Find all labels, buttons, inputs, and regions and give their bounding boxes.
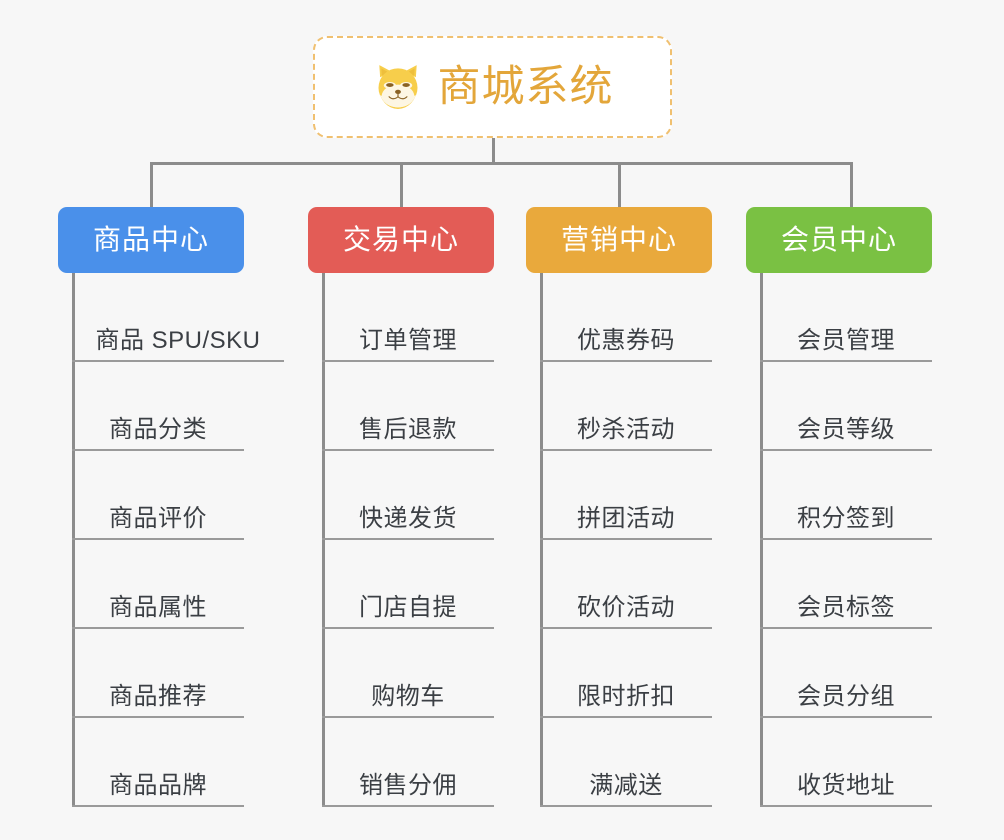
category-box-4[interactable]: 会员中心: [746, 207, 932, 273]
category-label-4: 会员中心: [780, 224, 897, 255]
shiba-dog-icon: [378, 65, 417, 109]
root-node[interactable]: 商城系统: [313, 36, 672, 138]
category-box-2[interactable]: 交易中心: [308, 207, 494, 273]
leaf-item[interactable]: 限时折扣: [540, 629, 712, 718]
branch-trunk-1: [72, 273, 75, 807]
drop-line-2: [400, 162, 403, 210]
leaf-label: 会员分组: [797, 682, 895, 710]
leaf-item[interactable]: 销售分佣: [322, 718, 494, 807]
leaf-label: 商品 SPU/SKU: [95, 326, 261, 354]
leaf-item[interactable]: 商品推荐: [72, 629, 244, 718]
leaf-item[interactable]: 订单管理: [322, 273, 494, 362]
drop-line-3: [618, 162, 621, 210]
leaf-label: 售后退款: [359, 415, 457, 443]
leaf-label: 限时折扣: [577, 682, 675, 710]
leaf-item[interactable]: 商品评价: [72, 451, 244, 540]
category-box-1[interactable]: 商品中心: [58, 207, 244, 273]
root-title: 商城系统: [437, 62, 614, 111]
leaf-label: 购物车: [371, 682, 445, 710]
category-label-1: 商品中心: [92, 224, 209, 255]
leaf-label: 秒杀活动: [577, 415, 675, 443]
drop-line-4: [850, 162, 853, 210]
bus-line: [150, 162, 853, 165]
root-stem-line: [492, 138, 495, 165]
leaf-item[interactable]: 门店自提: [322, 540, 494, 629]
leaf-item[interactable]: 售后退款: [322, 362, 494, 451]
leaf-item[interactable]: 商品属性: [72, 540, 244, 629]
category-label-3: 营销中心: [560, 224, 677, 255]
leaf-item[interactable]: 快递发货: [322, 451, 494, 540]
leaf-item[interactable]: 购物车: [322, 629, 494, 718]
leaf-item[interactable]: 收货地址: [760, 718, 932, 807]
leaf-item[interactable]: 满减送: [540, 718, 712, 807]
leaf-label: 收货地址: [797, 771, 895, 799]
branch-trunk-2: [322, 273, 325, 807]
leaf-label: 商品推荐: [109, 682, 207, 710]
leaf-item[interactable]: 会员分组: [760, 629, 932, 718]
leaf-label: 商品品牌: [109, 771, 207, 799]
leaf-label: 销售分佣: [359, 771, 457, 799]
branch-trunk-4: [760, 273, 763, 807]
leaf-item[interactable]: 优惠券码: [540, 273, 712, 362]
leaf-item[interactable]: 砍价活动: [540, 540, 712, 629]
leaf-list-2: 订单管理 售后退款 快递发货 门店自提 购物车 销售分佣: [322, 273, 494, 807]
category-box-3[interactable]: 营销中心: [526, 207, 712, 273]
drop-line-1: [150, 162, 153, 210]
branch-trunk-3: [540, 273, 543, 807]
leaf-item[interactable]: 秒杀活动: [540, 362, 712, 451]
leaf-label: 积分签到: [797, 504, 895, 532]
leaf-label: 快递发货: [359, 504, 457, 532]
leaf-label: 门店自提: [359, 593, 457, 621]
leaf-list-4: 会员管理 会员等级 积分签到 会员标签 会员分组 收货地址: [760, 273, 932, 807]
leaf-label: 商品属性: [109, 593, 207, 621]
leaf-label: 会员管理: [797, 326, 895, 354]
leaf-item[interactable]: 商品 SPU/SKU: [72, 273, 284, 362]
leaf-list-3: 优惠券码 秒杀活动 拼团活动 砍价活动 限时折扣 满减送: [540, 273, 712, 807]
leaf-item[interactable]: 商品分类: [72, 362, 244, 451]
leaf-label: 会员标签: [797, 593, 895, 621]
leaf-item[interactable]: 会员标签: [760, 540, 932, 629]
leaf-label: 商品分类: [109, 415, 207, 443]
leaf-label: 满减送: [589, 771, 663, 799]
leaf-label: 砍价活动: [577, 593, 675, 621]
leaf-label: 拼团活动: [577, 504, 675, 532]
leaf-item[interactable]: 会员等级: [760, 362, 932, 451]
leaf-item[interactable]: 会员管理: [760, 273, 932, 362]
leaf-item[interactable]: 商品品牌: [72, 718, 244, 807]
leaf-label: 优惠券码: [577, 326, 675, 354]
category-label-2: 交易中心: [342, 224, 459, 255]
leaf-label: 商品评价: [109, 504, 207, 532]
leaf-item[interactable]: 积分签到: [760, 451, 932, 540]
leaf-label: 会员等级: [797, 415, 895, 443]
leaf-item[interactable]: 拼团活动: [540, 451, 712, 540]
leaf-list-1: 商品 SPU/SKU 商品分类 商品评价 商品属性 商品推荐 商品品牌: [72, 273, 284, 807]
leaf-label: 订单管理: [359, 326, 457, 354]
